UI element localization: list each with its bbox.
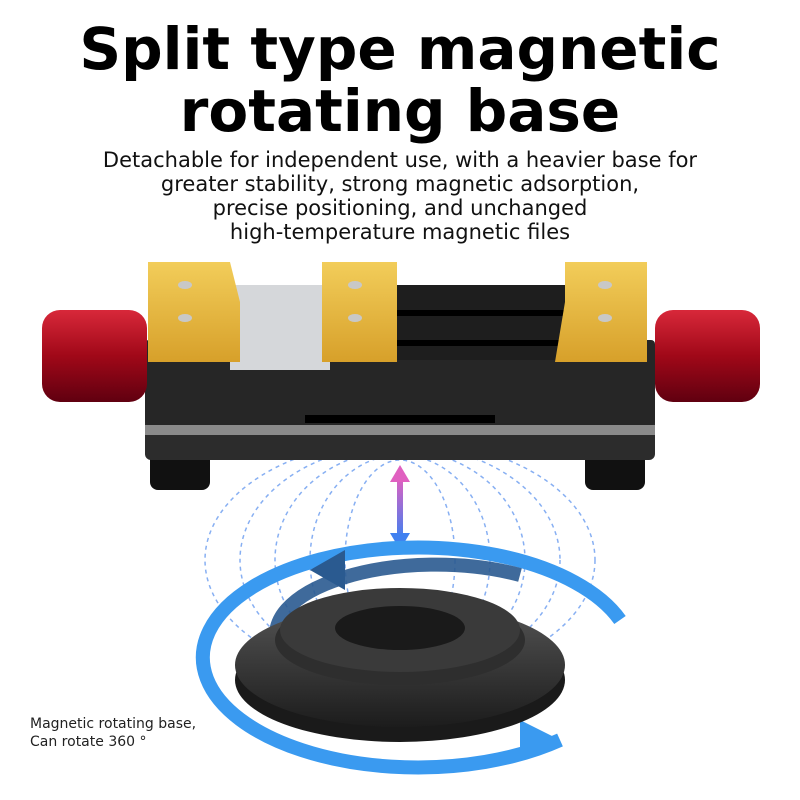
caption-line-1: Magnetic rotating base,: [30, 716, 197, 732]
pcb-holder-clamp: [145, 262, 655, 490]
description-line-4: high-temperature magnetic files: [229, 220, 571, 244]
headline: Split type magnetic rotating base: [0, 18, 800, 142]
caption-line-2: Can rotate 360 °: [30, 734, 147, 750]
headline-line-2: rotating base: [179, 77, 621, 145]
description: Detachable for independent use, with a h…: [0, 148, 800, 244]
rotating-base-caption: Magnetic rotating base, Can rotate 360 °: [30, 715, 196, 751]
detach-arrow-icon: [390, 465, 410, 550]
description-line-2: greater stability, strong magnetic adsor…: [160, 172, 640, 196]
right-knob: [655, 310, 760, 402]
headline-line-1: Split type magnetic: [79, 15, 721, 83]
description-line-1: Detachable for independent use, with a h…: [102, 148, 698, 172]
left-knob: [42, 310, 147, 402]
magnetic-rotating-base: [235, 588, 565, 742]
description-line-3: precise positioning, and unchanged: [212, 196, 588, 220]
